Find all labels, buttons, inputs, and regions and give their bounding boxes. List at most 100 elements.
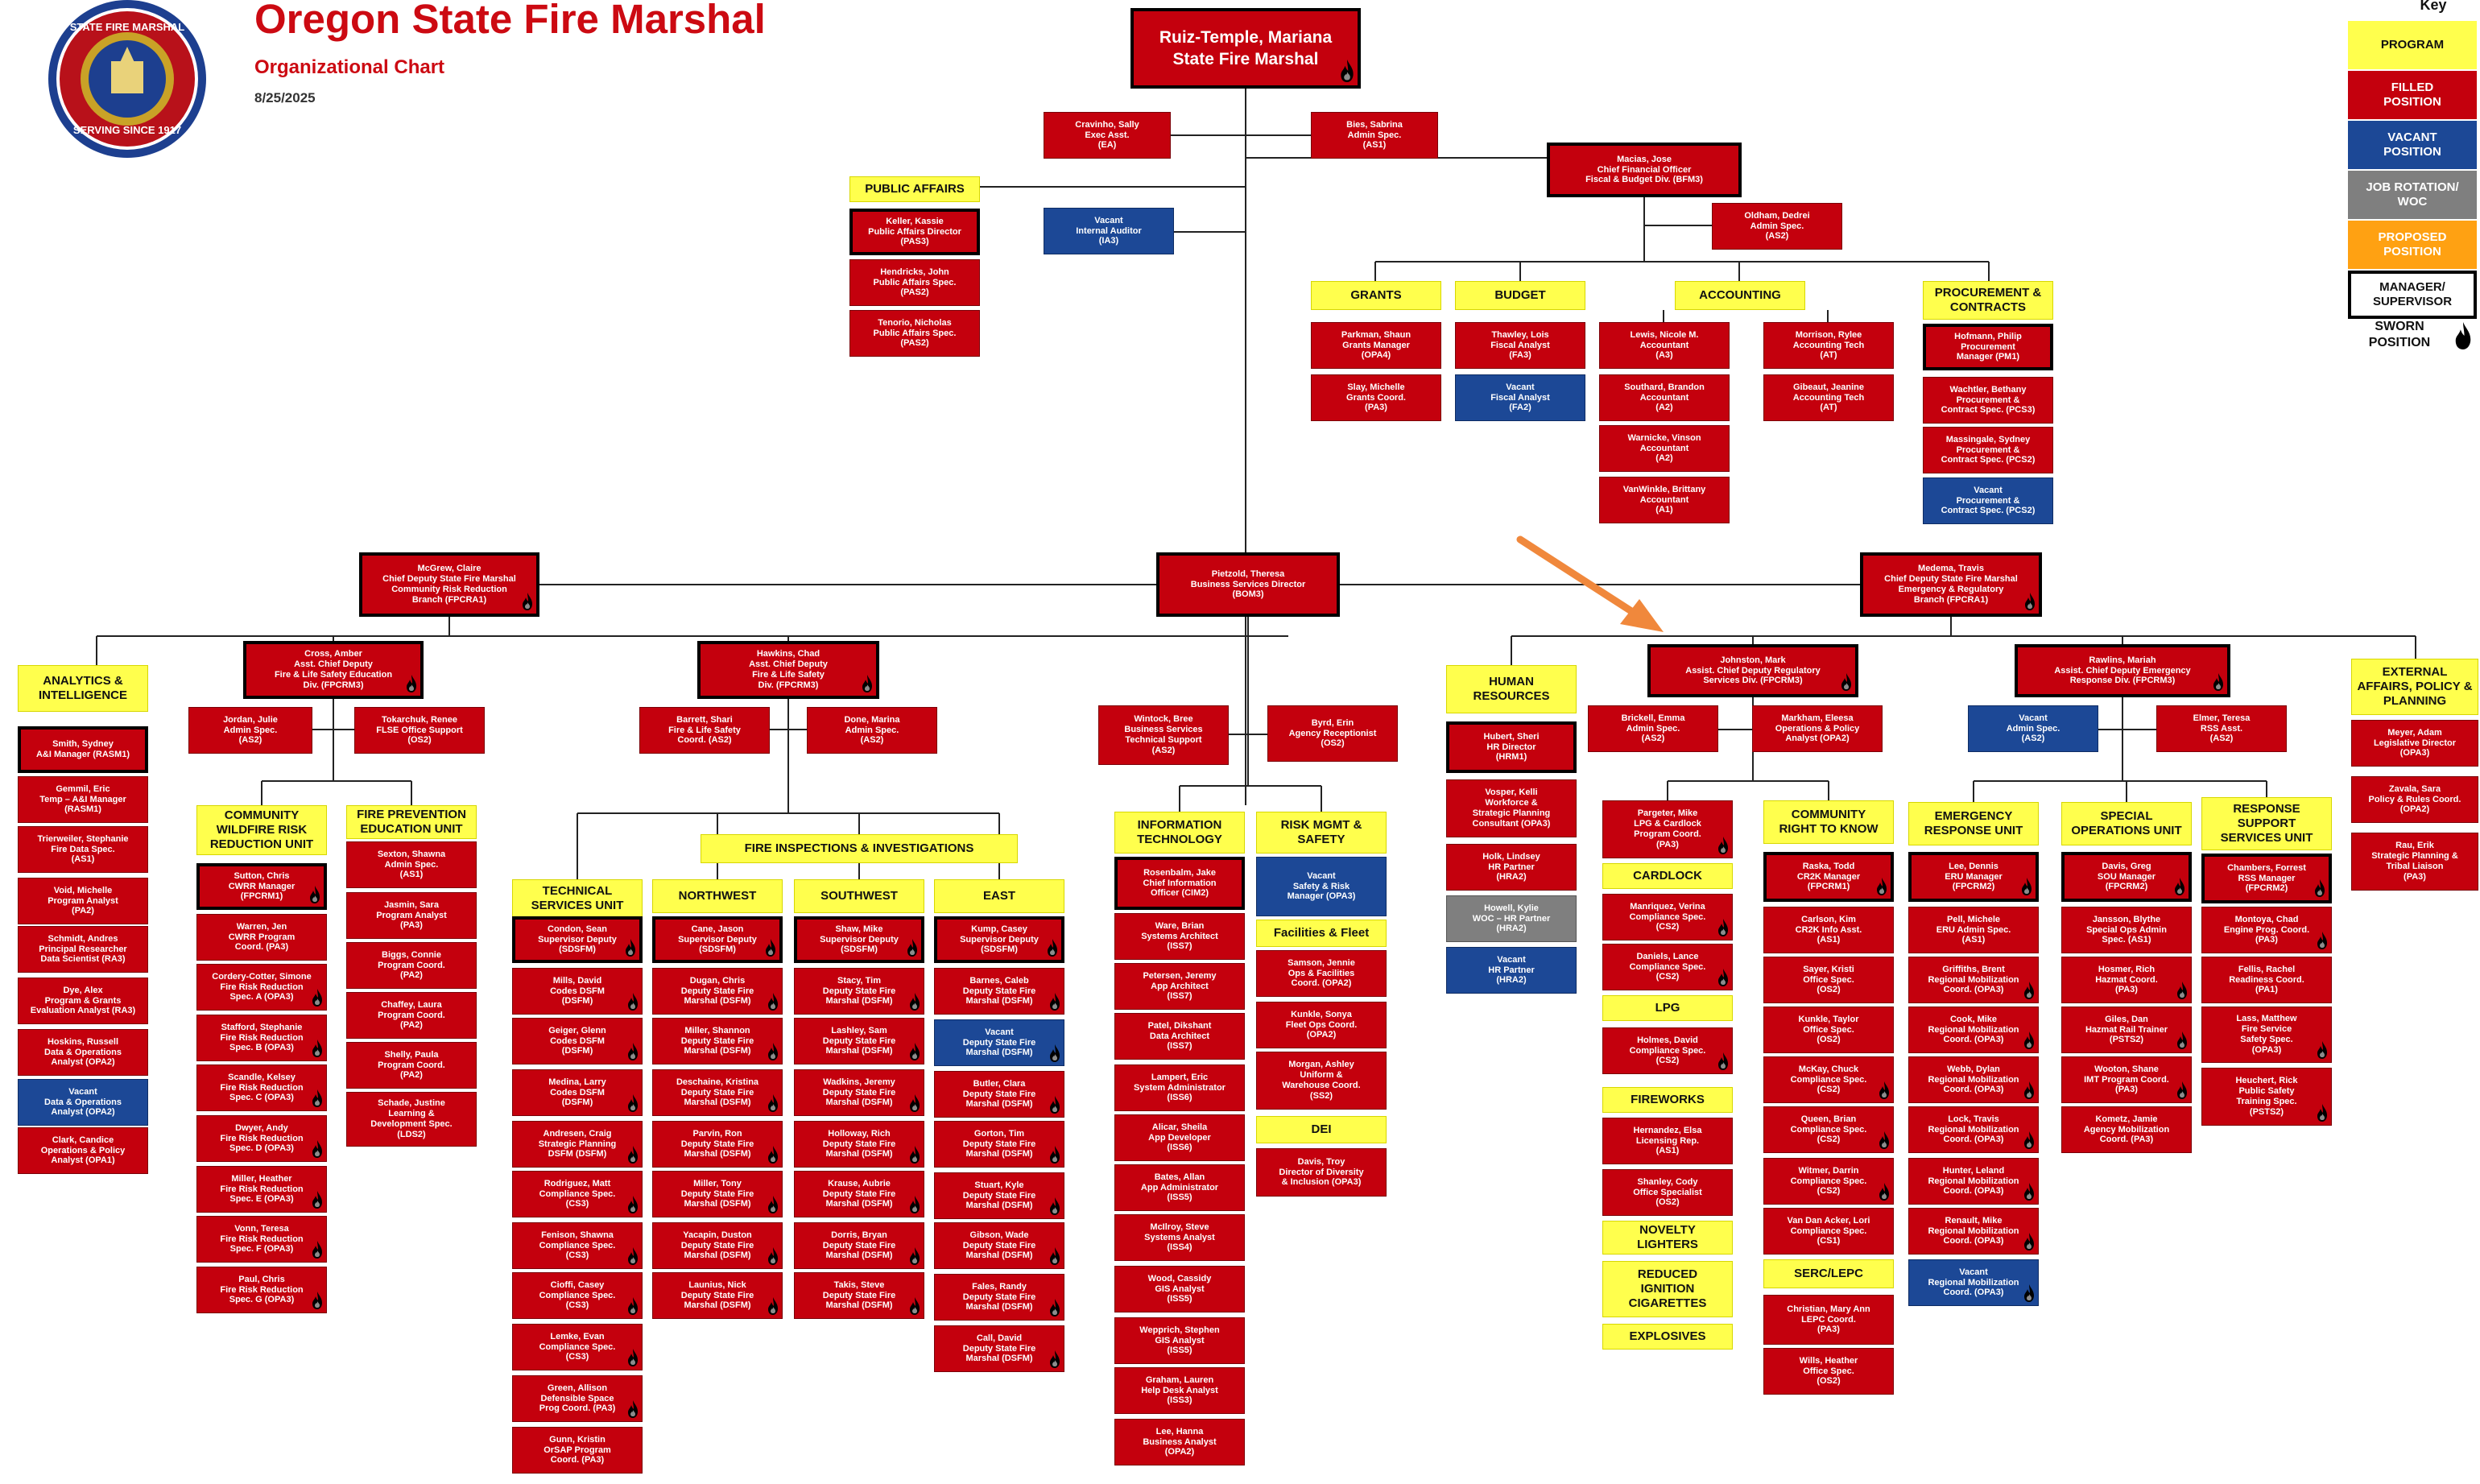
sworn-flame-icon xyxy=(1049,1044,1060,1062)
node-text: Zavala, Sara Policy & Rules Coord. (OPA2… xyxy=(2368,783,2461,815)
position-box-rsd: Johnston, Mark Assist. Chief Deputy Regu… xyxy=(1647,644,1858,697)
position-box-rsd_as: Brickell, Emma Admin Spec. (AS2) xyxy=(1588,705,1718,752)
svg-text:STATE FIRE MARSHAL: STATE FIRE MARSHAL xyxy=(70,21,185,33)
program-label-dei_prog: DEI xyxy=(1256,1116,1387,1143)
position-box-fw2: Shanley, Cody Office Specialist (OS2) xyxy=(1602,1169,1733,1216)
node-text: Southard, Brandon Accountant (A2) xyxy=(1624,382,1705,413)
position-box-ts10: Green, Allison Defensible Space Prog Coo… xyxy=(512,1375,643,1422)
position-box-pa_h: Hendricks, John Public Affairs Spec. (PA… xyxy=(849,259,980,306)
node-text: Holloway, Rich Deputy State Fire Marshal… xyxy=(822,1128,896,1160)
node-text: EXPLOSIVES xyxy=(1629,1329,1706,1344)
program-label-crk_prog: COMMUNITY RIGHT TO KNOW xyxy=(1763,800,1894,844)
node-text: EMERGENCY RESPONSE UNIT xyxy=(1924,809,2023,837)
position-box-sw7: Dorris, Bryan Deputy State Fire Marshal … xyxy=(794,1222,924,1269)
position-box-crk5: McKay, Chuck Compliance Spec. (CS2) xyxy=(1763,1056,1894,1103)
node-text: Sexton, Shawna Admin Spec. (AS1) xyxy=(377,849,446,880)
position-box-ac3: Warnicke, Vinson Accountant (A2) xyxy=(1599,425,1730,472)
node-text: Condon, Sean Supervisor Deputy (SDSFM) xyxy=(538,924,617,955)
program-label-cwr_prog: COMMUNITY WILDFIRE RISK REDUCTION UNIT xyxy=(196,805,327,855)
node-text: Miller, Shannon Deputy State Fire Marsha… xyxy=(680,1025,754,1056)
position-box-bu2: Vacant Fiscal Analyst (FA2) xyxy=(1455,374,1585,421)
program-label-fac_prog: Facilities & Fleet xyxy=(1256,920,1387,947)
sworn-flame-icon xyxy=(1717,969,1729,986)
node-text: Rosenbalm, Jake Chief Information Office… xyxy=(1143,867,1217,899)
position-box-er8: Renault, Mike Regional Mobilization Coor… xyxy=(1908,1208,2039,1255)
sworn-flame-icon xyxy=(2023,1233,2035,1250)
node-text: CARDLOCK xyxy=(1633,869,1702,883)
node-text: Morrison, Rylee Accounting Tech (AT) xyxy=(1792,329,1865,361)
node-text: Keller, Kassie Public Affairs Director (… xyxy=(868,216,961,247)
position-box-ea3: Vacant Deputy State Fire Marshal (DSFM) xyxy=(934,1019,1064,1066)
program-label-lpg: LPG xyxy=(1602,995,1733,1021)
sworn-flame-icon xyxy=(767,1043,779,1060)
sworn-flame-icon xyxy=(312,1040,323,1057)
node-text: Gorton, Tim Deputy State Fire Marshal (D… xyxy=(962,1128,1036,1160)
sworn-flame-icon xyxy=(1049,1096,1060,1114)
sworn-flame-icon xyxy=(1879,1183,1890,1201)
node-text: Vacant Procurement & Contract Spec. (PCS… xyxy=(1941,485,2036,516)
position-box-so1: Davis, Greg SOU Manager (FPCRM2) xyxy=(2061,852,2192,902)
program-label-fii_prog: FIRE INSPECTIONS & INVESTIGATIONS xyxy=(701,834,1018,863)
position-box-nw7: Yacapin, Duston Deputy State Fire Marsha… xyxy=(652,1222,783,1269)
node-text: Stafford, Stephanie Fire Risk Reduction … xyxy=(220,1022,304,1053)
node-text: Wachtler, Bethany Procurement & Contract… xyxy=(1941,384,2036,415)
sworn-flame-icon xyxy=(1717,919,1729,936)
node-text: Holmes, David Compliance Spec. (CS2) xyxy=(1629,1035,1706,1066)
node-text: Alicar, Sheila App Developer (ISS6) xyxy=(1148,1122,1211,1153)
position-box-ts5: Andresen, Craig Strategic Planning DSFM … xyxy=(512,1121,643,1168)
position-box-hr4: Howell, Kylie WOC – HR Partner (HRA2) xyxy=(1446,895,1577,942)
position-box-ea8: Fales, Randy Deputy State Fire Marshal (… xyxy=(934,1274,1064,1321)
position-box-rsd1: Pargeter, Mike LPG & Cardlock Program Co… xyxy=(1602,800,1733,858)
node-text: REDUCED IGNITION CIGARETTES xyxy=(1628,1267,1707,1310)
sworn-flame-icon xyxy=(2023,1131,2035,1149)
position-box-er1: Lee, Dennis ERU Manager (FPCRM2) xyxy=(1908,852,2039,902)
node-text: Deschaine, Kristina Deputy State Fire Ma… xyxy=(676,1077,759,1108)
node-text: Lass, Matthew Fire Service Safety Spec. … xyxy=(2236,1014,2297,1055)
position-box-crk6: Queen, Brian Compliance Spec. (CS2) xyxy=(1763,1106,1894,1153)
position-box-erd: Rawlins, Mariah Assist. Chief Deputy Eme… xyxy=(2015,644,2230,697)
position-box-cl2: Daniels, Lance Compliance Spec. (CS2) xyxy=(1602,944,1733,990)
node-text: Medina, Larry Codes DSFM (DSFM) xyxy=(548,1077,606,1108)
node-text: Vacant Data & Operations Analyst (OPA2) xyxy=(44,1086,122,1118)
node-text: SPECIAL OPERATIONS UNIT xyxy=(2071,809,2182,837)
node-text: Lock, Travis Regional Mobilization Coord… xyxy=(1928,1114,2019,1145)
node-text: Vacant Admin Spec. (AS2) xyxy=(2006,713,2060,744)
position-box-as1: Bies, Sabrina Admin Spec. (AS1) xyxy=(1311,112,1438,159)
node-text: Dugan, Chris Deputy State Fire Marshal (… xyxy=(680,975,754,1007)
node-text: FIRE PREVENTION EDUCATION UNIT xyxy=(357,808,466,836)
node-text: Fellis, Rachel Readiness Coord. (PA1) xyxy=(2229,964,2304,995)
agency-seal: SERVING SINCE 1917 STATE FIRE MARSHAL xyxy=(47,0,208,159)
position-box-ts8: Cioffi, Casey Compliance Spec. (CS3) xyxy=(512,1272,643,1319)
node-text: Miller, Heather Fire Risk Reduction Spec… xyxy=(220,1173,304,1205)
node-text: Done, Marina Admin Spec. (AS2) xyxy=(844,714,900,746)
node-text: Griffiths, Brent Regional Mobilization C… xyxy=(1928,964,2019,995)
node-text: Slay, Michelle Grants Coord. (PA3) xyxy=(1346,382,1406,413)
position-box-cw9: Paul, Chris Fire Risk Reduction Spec. G … xyxy=(196,1267,327,1313)
position-box-ia: Vacant Internal Auditor (IA3) xyxy=(1044,208,1174,254)
program-label-eru_prog: EMERGENCY RESPONSE UNIT xyxy=(1908,802,2039,845)
node-text: Stacy, Tim Deputy State Fire Marshal (DS… xyxy=(822,975,896,1007)
sworn-flame-icon xyxy=(627,1297,639,1315)
position-box-er3: Griffiths, Brent Regional Mobilization C… xyxy=(1908,957,2039,1003)
position-box-ext1: Meyer, Adam Legislative Director (OPA3) xyxy=(2351,720,2478,767)
node-text: Cook, Mike Regional Mobilization Coord. … xyxy=(1928,1014,2019,1045)
node-text: Daniels, Lance Compliance Spec. (CS2) xyxy=(1629,951,1706,982)
node-text: Tokarchuk, Renee FLSE Office Support (OS… xyxy=(376,714,463,746)
node-text: Jasmin, Sara Program Analyst (PA3) xyxy=(376,899,447,931)
node-text: Kunkle, Taylor Office Spec. (OS2) xyxy=(1798,1014,1859,1045)
position-box-rm1: Vacant Safety & Risk Manager (OPA3) xyxy=(1256,857,1387,916)
sworn-flame-icon xyxy=(627,1196,639,1213)
position-box-an3: Trierweiler, Stephanie Fire Data Spec. (… xyxy=(18,826,148,873)
sworn-flame-icon xyxy=(2176,1031,2188,1049)
position-box-an6: Dye, Alex Program & Grants Evaluation An… xyxy=(18,978,148,1024)
node-text: Rau, Erik Strategic Planning & Tribal Li… xyxy=(2371,841,2458,882)
sworn-flame-icon xyxy=(1049,1299,1060,1317)
node-text: PROCUREMENT & CONTRACTS xyxy=(1934,286,2042,314)
position-box-cfo_as: Oldham, Dedrei Admin Spec. (AS2) xyxy=(1712,203,1842,250)
legend-item-program: PROGRAM xyxy=(2348,21,2477,69)
position-box-cl1: Manriquez, Verina Compliance Spec. (CS2) xyxy=(1602,894,1733,940)
node-text: Yacapin, Duston Deputy State Fire Marsha… xyxy=(680,1230,754,1261)
position-box-dei1: Davis, Troy Director of Diversity & Incl… xyxy=(1256,1148,1387,1197)
sworn-flame-icon xyxy=(522,593,533,610)
node-text: Graham, Lauren Help Desk Analyst (ISS3) xyxy=(1141,1374,1218,1406)
